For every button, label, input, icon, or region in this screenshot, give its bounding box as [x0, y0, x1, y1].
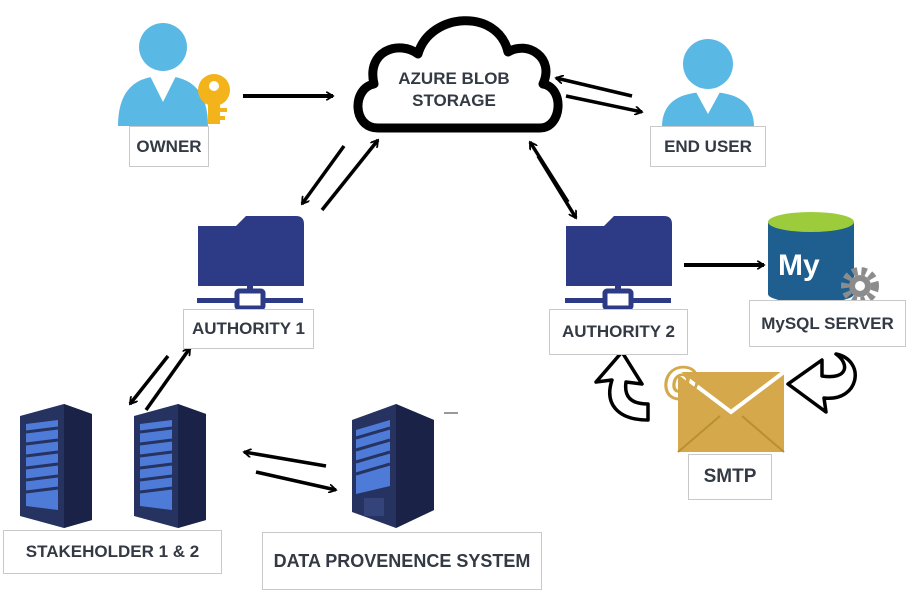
authority1-folder-network-icon	[197, 216, 304, 311]
azure-blob-line2: STORAGE	[412, 91, 496, 110]
azure-blob-storage-label: AZURE BLOB STORAGE	[383, 68, 525, 112]
arrow-cloud-enduser	[556, 78, 642, 112]
authority2-label: AUTHORITY 2	[549, 309, 688, 355]
arrow-stakeholder-provenance	[244, 452, 336, 490]
key-icon	[198, 74, 230, 124]
arrow-authority1-cloud	[300, 140, 380, 212]
arrow-cloud-authority2	[528, 142, 578, 218]
curved-arrow-mysql-to-smtp	[786, 352, 857, 414]
authority1-label: AUTHORITY 1	[183, 309, 314, 349]
mysql-database-icon: My	[768, 212, 854, 303]
curved-arrow-smtp-to-authority2	[594, 350, 650, 422]
arrow-stakeholder-authority1	[128, 348, 192, 412]
stakeholder2-server-icon	[134, 404, 206, 528]
azure-blob-line1: AZURE BLOB	[398, 69, 510, 88]
stakeholder-label: STAKEHOLDER 1 & 2	[3, 530, 222, 574]
email-envelope-icon: @	[662, 359, 786, 453]
gear-icon	[841, 267, 879, 305]
stakeholder1-server-icon	[20, 404, 92, 528]
owner-user-icon	[118, 23, 208, 126]
end-user-label: END USER	[650, 126, 766, 167]
provenance-label: DATA PROVENENCE SYSTEM	[262, 532, 542, 590]
smtp-label: SMTP	[688, 454, 772, 500]
mysql-server-label: MySQL SERVER	[749, 300, 906, 347]
authority2-folder-network-icon	[565, 216, 672, 311]
owner-label: OWNER	[129, 126, 209, 167]
end-user-icon	[662, 39, 754, 127]
mysql-logo-text: My	[778, 249, 820, 282]
provenance-server-icon	[352, 404, 434, 528]
cloud-shape	[353, 16, 563, 133]
at-sign-icon: @	[662, 359, 701, 403]
